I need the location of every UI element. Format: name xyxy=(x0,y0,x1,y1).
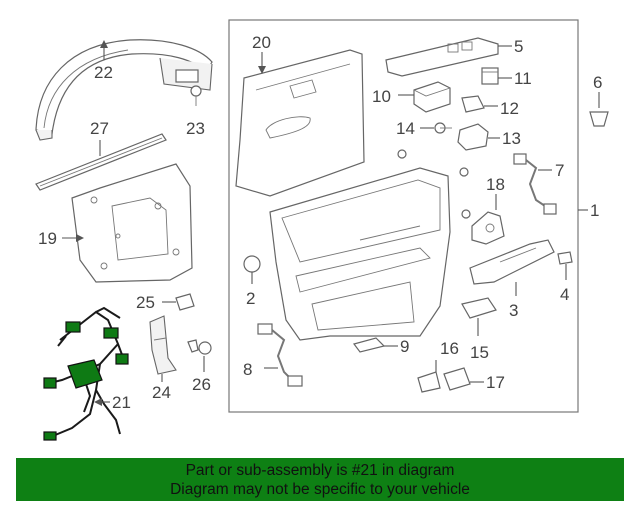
part-13-switch[interactable] xyxy=(457,123,489,151)
part-20-trim-insulator[interactable] xyxy=(235,49,365,197)
callout-15[interactable]: 15 xyxy=(470,343,489,362)
part-5-switch-bezel[interactable] xyxy=(385,37,499,77)
arrow-19 xyxy=(76,234,84,242)
arrow-20 xyxy=(258,66,266,74)
part-8-cable[interactable] xyxy=(257,323,303,387)
callout-26[interactable]: 26 xyxy=(192,375,211,394)
part-15-lamp[interactable] xyxy=(461,297,497,319)
part-21-wiring-harness[interactable] xyxy=(43,306,129,441)
part-16-cap[interactable] xyxy=(417,371,441,393)
notice-line-1: Part or sub-assembly is #21 in diagram xyxy=(185,461,455,479)
callout-16[interactable]: 16 xyxy=(440,339,459,358)
callout-22[interactable]: 22 xyxy=(94,63,113,82)
callout-9[interactable]: 9 xyxy=(400,337,409,356)
callout-21[interactable]: 21 xyxy=(112,393,131,412)
part-24-bracket[interactable] xyxy=(149,315,177,375)
callout-25[interactable]: 25 xyxy=(136,293,155,312)
callout-23[interactable]: 23 xyxy=(186,119,205,138)
callout-27[interactable]: 27 xyxy=(90,119,109,138)
part-26-bolt[interactable] xyxy=(187,339,212,355)
callout-6[interactable]: 6 xyxy=(593,73,602,92)
callout-14[interactable]: 14 xyxy=(396,119,415,138)
notice-line-2: Diagram may not be specific to your vehi… xyxy=(170,480,470,498)
part-2-plug[interactable] xyxy=(243,255,261,273)
part-22-window-frame[interactable] xyxy=(35,39,213,141)
callout-7[interactable]: 7 xyxy=(555,161,564,180)
callout-5[interactable]: 5 xyxy=(514,37,523,56)
callout-17[interactable]: 17 xyxy=(486,373,505,392)
callout-11[interactable]: 11 xyxy=(514,69,532,88)
callout-24[interactable]: 24 xyxy=(152,383,171,402)
callout-13[interactable]: 13 xyxy=(502,129,521,148)
arrow-21 xyxy=(94,398,102,406)
callout-18[interactable]: 18 xyxy=(486,175,505,194)
part-10-window-switch[interactable] xyxy=(413,81,451,113)
part-19-inner-panel[interactable] xyxy=(71,163,193,283)
part-11-switch[interactable] xyxy=(481,67,499,85)
part-4-clip[interactable] xyxy=(557,251,573,265)
callout-8[interactable]: 8 xyxy=(243,360,252,379)
part-25-pad[interactable] xyxy=(175,293,195,311)
callout-20[interactable]: 20 xyxy=(252,33,271,52)
callout-4[interactable]: 4 xyxy=(560,285,569,304)
part-12-switch[interactable] xyxy=(461,95,485,113)
callout-3[interactable]: 3 xyxy=(509,301,518,320)
notice-banner: Part or sub-assembly is #21 in diagram D… xyxy=(16,458,624,501)
part-9-lamp[interactable] xyxy=(352,337,386,353)
part-23-clip[interactable] xyxy=(190,85,202,106)
part-14-screw[interactable] xyxy=(434,122,452,134)
assembly-frame xyxy=(228,19,579,413)
part-18-handle-bracket[interactable] xyxy=(471,211,505,245)
callout-10[interactable]: 10 xyxy=(372,87,391,106)
part-17-cap[interactable] xyxy=(443,367,471,391)
callout-19[interactable]: 19 xyxy=(38,229,57,248)
part-7-cable[interactable] xyxy=(513,153,557,215)
part-6-clip[interactable] xyxy=(589,111,609,127)
part-3-armrest-handle[interactable] xyxy=(469,239,555,285)
part-27-weatherstrip[interactable] xyxy=(35,133,167,191)
door-trim-panel[interactable] xyxy=(269,167,451,341)
arrow-22 xyxy=(100,40,108,48)
callout-12[interactable]: 12 xyxy=(500,99,519,118)
fastener-push-pins xyxy=(397,149,471,219)
callout-1[interactable]: 1 xyxy=(590,201,599,220)
callout-2[interactable]: 2 xyxy=(246,289,255,308)
